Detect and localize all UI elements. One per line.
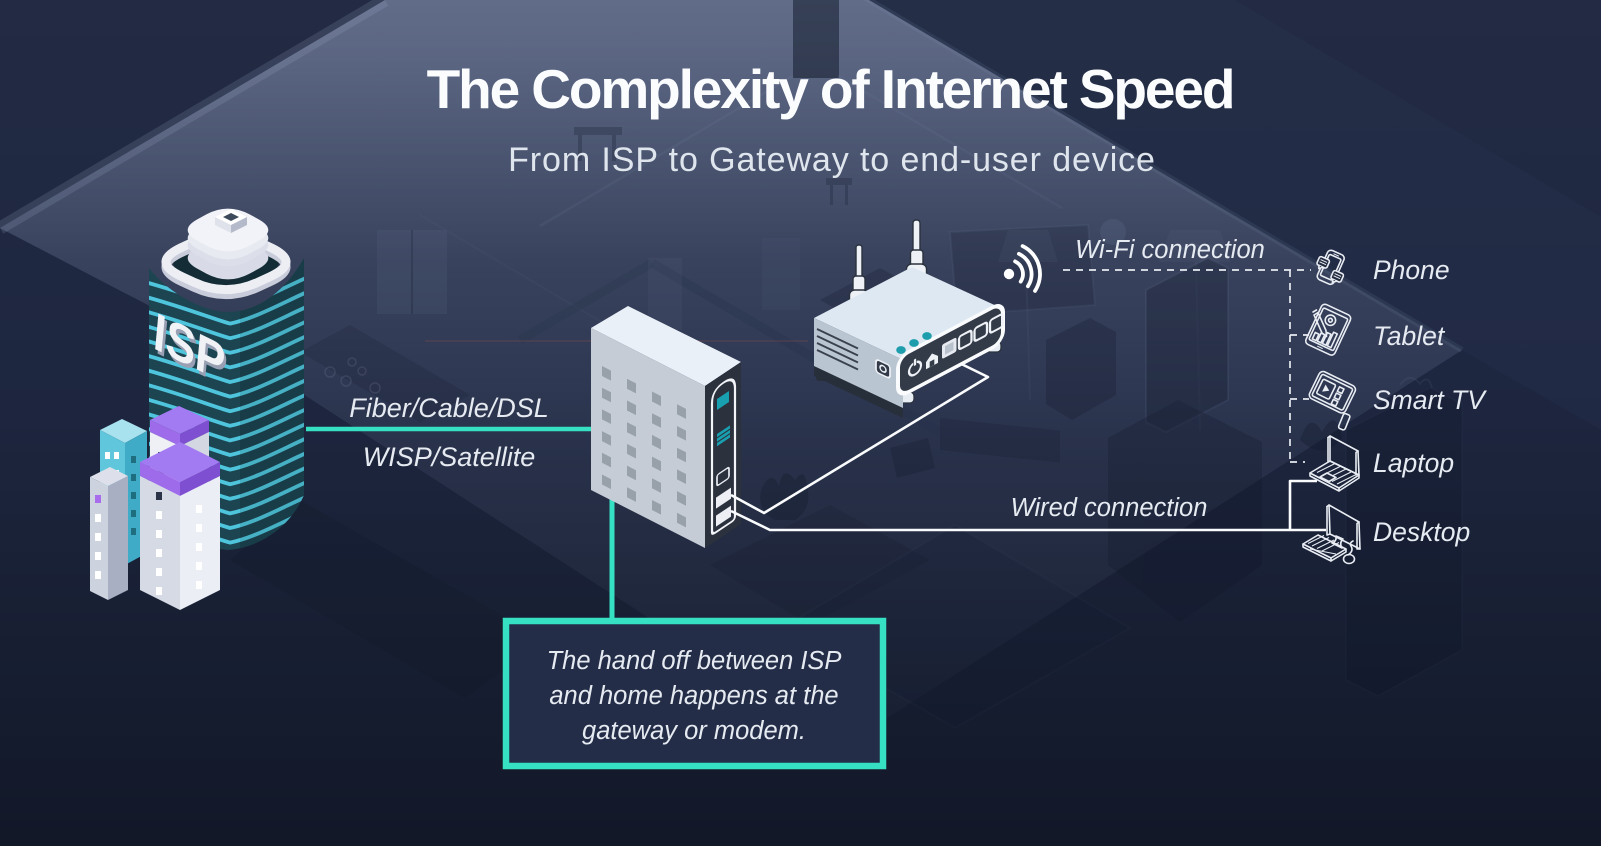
svg-text:Smart TV: Smart TV: [1373, 385, 1487, 415]
svg-text:Wi-Fi connection: Wi-Fi connection: [1075, 236, 1265, 264]
svg-text:From ISP to Gateway to end-use: From ISP to Gateway to end-user device: [508, 141, 1156, 179]
svg-text:The Complexity of Internet Spe: The Complexity of Internet Speed: [427, 58, 1234, 120]
svg-text:and home happens at the: and home happens at the: [549, 682, 838, 710]
svg-text:Laptop: Laptop: [1373, 448, 1454, 478]
svg-text:Fiber/Cable/DSL: Fiber/Cable/DSL: [349, 393, 549, 423]
svg-text:The hand off between ISP: The hand off between ISP: [547, 647, 842, 675]
svg-text:Wired connection: Wired connection: [1011, 494, 1208, 522]
svg-text:WISP/Satellite: WISP/Satellite: [363, 442, 536, 472]
svg-text:Desktop: Desktop: [1373, 517, 1470, 547]
svg-text:Phone: Phone: [1373, 255, 1450, 285]
svg-text:Tablet: Tablet: [1373, 321, 1446, 351]
svg-text:gateway or modem.: gateway or modem.: [582, 717, 806, 745]
